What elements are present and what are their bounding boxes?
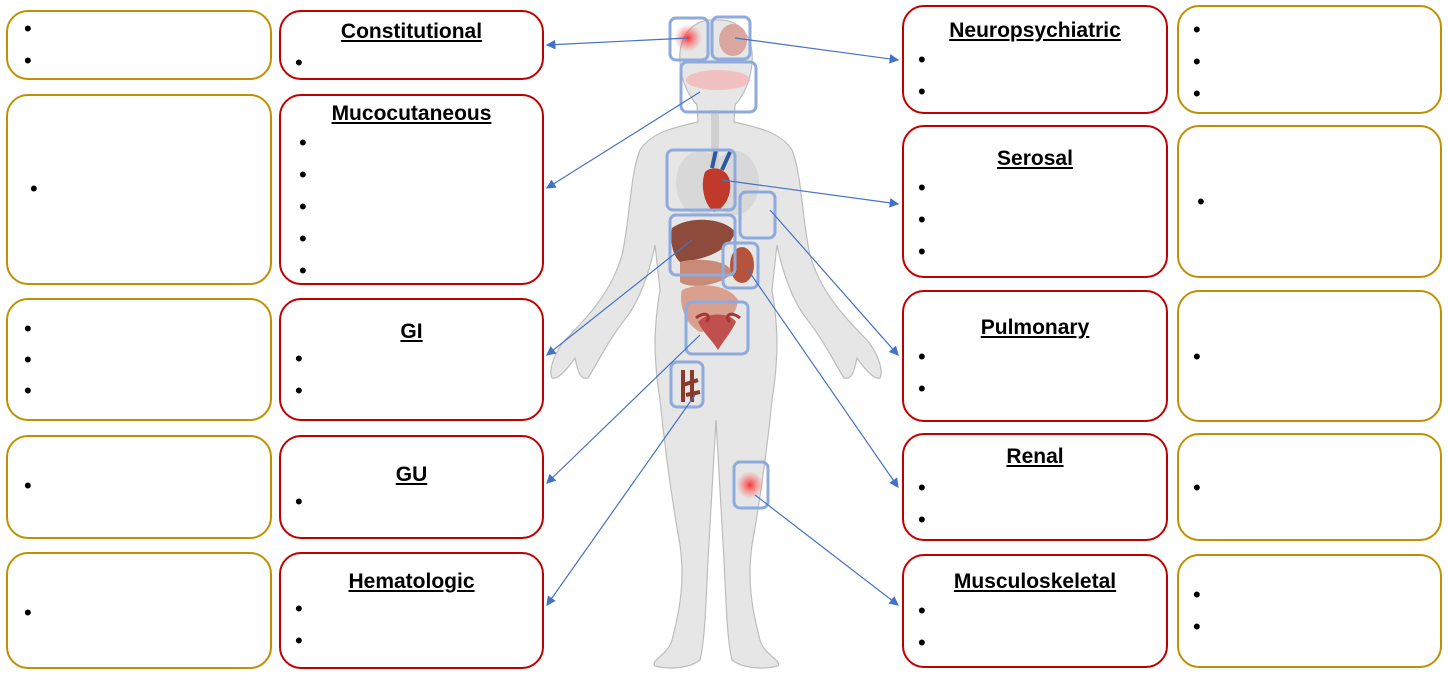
bullet: • — [299, 228, 307, 250]
bullet: • — [918, 241, 926, 263]
category-title: Renal — [904, 445, 1166, 469]
category-title: Musculoskeletal — [904, 570, 1166, 594]
category-box-constitutional: Constitutional • — [279, 10, 544, 80]
bullet: • — [1193, 477, 1201, 499]
category-title: GI — [281, 320, 542, 344]
bullet: • — [918, 632, 926, 654]
category-box-pulmonary: Pulmonary • • — [902, 290, 1168, 422]
detail-box-gi: • • • — [6, 298, 272, 421]
bullet: • — [24, 50, 32, 72]
bullet: • — [295, 52, 303, 74]
detail-box-neuropsychiatric: • • • — [1177, 5, 1442, 114]
category-box-serosal: Serosal • • • — [902, 125, 1168, 278]
category-title: Pulmonary — [904, 316, 1166, 340]
category-title: Hematologic — [281, 570, 542, 594]
bullet: • — [24, 318, 32, 340]
bullet: • — [299, 132, 307, 154]
bullet: • — [24, 380, 32, 402]
bullet: • — [918, 509, 926, 531]
category-title: GU — [281, 463, 542, 487]
bullet: • — [1193, 616, 1201, 638]
bullet: • — [918, 477, 926, 499]
category-box-gi: GI • • — [279, 298, 544, 421]
bullet: • — [918, 81, 926, 103]
detail-box-musculoskeletal: • • — [1177, 554, 1442, 668]
detail-box-hematologic: • — [6, 552, 272, 669]
category-box-musculoskeletal: Musculoskeletal • • — [902, 554, 1168, 668]
bullet: • — [918, 49, 926, 71]
category-box-gu: GU • — [279, 435, 544, 539]
bullet: • — [30, 178, 38, 200]
detail-box-renal: • — [1177, 433, 1442, 541]
bullet: • — [295, 348, 303, 370]
detail-box-mucocutaneous: • — [6, 94, 272, 285]
category-box-neuropsychiatric: Neuropsychiatric • • — [902, 5, 1168, 114]
bullet: • — [299, 260, 307, 282]
category-title: Mucocutaneous — [281, 102, 542, 126]
bullet: • — [1193, 51, 1201, 73]
bullet: • — [24, 349, 32, 371]
bullet: • — [918, 378, 926, 400]
bullet: • — [24, 475, 32, 497]
bullet: • — [1193, 83, 1201, 105]
bullet: • — [1193, 584, 1201, 606]
bullet: • — [24, 602, 32, 624]
detail-box-constitutional: • • — [6, 10, 272, 80]
bullet: • — [918, 346, 926, 368]
bullet: • — [295, 491, 303, 513]
category-title: Constitutional — [281, 20, 542, 44]
detail-box-pulmonary: • — [1177, 290, 1442, 422]
bullet: • — [299, 196, 307, 218]
bullet: • — [295, 630, 303, 652]
bullet: • — [918, 177, 926, 199]
bullet: • — [295, 598, 303, 620]
bullet: • — [24, 18, 32, 40]
bullet: • — [299, 164, 307, 186]
detail-box-gu: • — [6, 435, 272, 539]
bullet: • — [1197, 191, 1205, 213]
category-title: Serosal — [904, 147, 1166, 171]
bullet: • — [918, 600, 926, 622]
category-box-mucocutaneous: Mucocutaneous • • • • • — [279, 94, 544, 285]
detail-box-serosal: • — [1177, 125, 1442, 278]
bullet: • — [918, 209, 926, 231]
bullet: • — [295, 380, 303, 402]
bullet: • — [1193, 346, 1201, 368]
category-box-renal: Renal • • — [902, 433, 1168, 541]
bullet: • — [1193, 19, 1201, 41]
category-box-hematologic: Hematologic • • — [279, 552, 544, 669]
category-title: Neuropsychiatric — [904, 19, 1166, 43]
